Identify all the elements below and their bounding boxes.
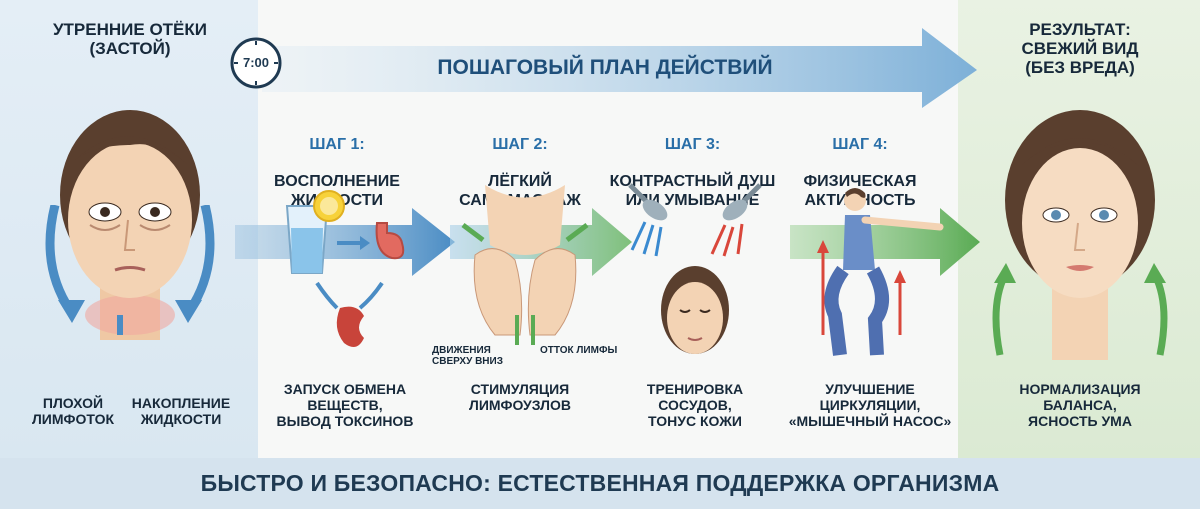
right-title: РЕЗУЛЬТАТ: СВЕЖИЙ ВИД (БЕЗ ВРЕДА): [1021, 20, 1139, 78]
timeline-title: ПОШАГОВЫЙ ПЛАН ДЕЙСТВИЙ: [437, 56, 773, 79]
glass-of-water-icon: [285, 205, 329, 274]
shower-head-icon: [710, 183, 762, 257]
puffy-face-icon: [60, 110, 200, 340]
shower-head-icon: [628, 183, 668, 257]
step3-name: КОНТРАСТНЫЙ ДУШ ИЛИ УМЫВАНИЕ: [609, 173, 776, 209]
clock-icon: [230, 37, 282, 89]
step4-number: ШАГ 4:: [832, 136, 888, 154]
step3-result: ТРЕНИРОВКА СОСУДОВ, ТОНУС КОЖИ: [646, 381, 744, 429]
left-label-lymph: ПЛОХОЙ ЛИМФОТОК: [31, 395, 115, 427]
step2-result: СТИМУЛЯЦИЯ ЛИМФОУЗЛОВ: [469, 381, 571, 413]
clock-time: 7:00: [242, 55, 270, 70]
woman-face-icon: [661, 266, 729, 354]
step1-number: ШАГ 1:: [309, 136, 365, 154]
timeline-arrow: [262, 28, 977, 108]
lemon-icon: [313, 190, 345, 222]
fresh-face-icon: [992, 110, 1168, 360]
stagnation-arrows: [45, 205, 215, 335]
step3-number: ШАГ 3:: [664, 136, 721, 154]
footer-banner: БЫСТРО И БЕЗОПАСНО: ЕСТЕСТВЕННАЯ ПОДДЕРЖ…: [0, 458, 1200, 509]
left-title: УТРЕННИЕ ОТЁКИ (ЗАСТОЙ): [52, 20, 208, 59]
right-result: НОРМАЛИЗАЦИЯ БАЛАНСА, ЯСНОСТЬ УМА: [1019, 381, 1141, 429]
stomach-icon: [375, 222, 405, 260]
step2-sublabel-outflow: ОТТОК ЛИМФЫ: [540, 345, 618, 356]
step2-number: ШАГ 2:: [492, 136, 548, 154]
massage-hands-icon: [461, 185, 589, 345]
step3-title: ШАГ 3: КОНТРАСТНЫЙ ДУШ ИЛИ УМЫВАНИЕ: [600, 118, 785, 228]
step1-illustration: [285, 190, 405, 347]
footer-text: БЫСТРО И БЕЗОПАСНО: ЕСТЕСТВЕННАЯ ПОДДЕРЖ…: [200, 470, 1000, 496]
step2-sublabel-direction: ДВИЖЕНИЯ СВЕРХУ ВНИЗ: [432, 345, 503, 367]
step1-result: ЗАПУСК ОБМЕНА ВЕЩЕСТВ, ВЫВОД ТОКСИНОВ: [276, 381, 414, 429]
step4-result: УЛУЧШЕНИЕ ЦИРКУЛЯЦИИ, «МЫШЕЧНЫЙ НАСОС»: [788, 381, 952, 429]
left-label-fluid: НАКОПЛЕНИЕ ЖИДКОСТИ: [131, 395, 231, 427]
kidney-icon: [336, 306, 364, 347]
step3-illustration: [628, 183, 762, 354]
squatting-woman-icon: [817, 188, 944, 356]
